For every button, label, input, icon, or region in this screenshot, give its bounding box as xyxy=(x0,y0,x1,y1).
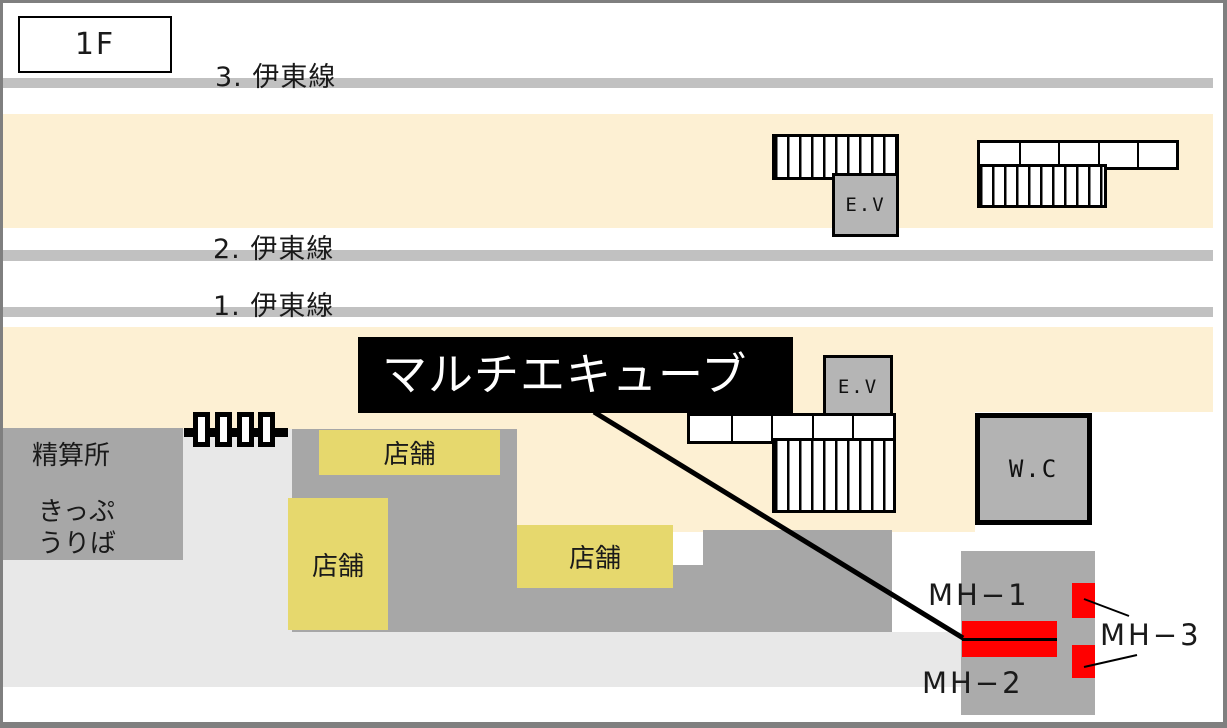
toilet-box: W.C xyxy=(975,413,1092,525)
floor-label: 1F xyxy=(74,27,116,62)
fare-adjustment-label: 精算所 xyxy=(32,441,111,471)
ticket-gate-3 xyxy=(237,412,254,447)
floor-label-box: 1F xyxy=(18,16,172,73)
shop-2-label: 店舗 xyxy=(311,551,364,582)
mh3-label: MH−3 xyxy=(1100,618,1202,652)
elevator-lower: E.V xyxy=(823,355,893,419)
frame-left xyxy=(0,0,3,728)
stairs-upper-right xyxy=(977,164,1107,208)
fare-office-block xyxy=(3,428,183,560)
elevator-upper: E.V xyxy=(832,173,899,237)
shop-2: 店舗 xyxy=(288,498,388,630)
frame-right xyxy=(1223,0,1227,728)
mh2-label: MH−2 xyxy=(922,666,1024,700)
shop-3: 店舗 xyxy=(517,525,673,588)
elevator-upper-label: E.V xyxy=(845,194,886,216)
frame-bottom xyxy=(0,722,1227,728)
frame-top xyxy=(0,0,1227,3)
track-2-label: 2. 伊東線 xyxy=(213,234,335,265)
ticket-office-label-line2: うりば xyxy=(38,529,117,559)
track-line-2 xyxy=(3,250,1213,261)
multi-ecube-banner: マルチエキューブ xyxy=(358,337,793,413)
track-line-1 xyxy=(3,307,1213,317)
shop-1: 店舗 xyxy=(319,430,500,475)
ticket-gate-bar xyxy=(184,428,288,437)
track-1-label: 1. 伊東線 xyxy=(213,291,335,322)
shop-structure-2c xyxy=(703,530,892,632)
ticket-gate-1 xyxy=(193,412,210,447)
ticket-gate-4 xyxy=(258,412,275,447)
manhole-marker-main xyxy=(962,621,1057,657)
shop-3-label: 店舗 xyxy=(568,544,621,574)
concourse-area-bottom xyxy=(3,632,961,687)
track-3-label: 3. 伊東線 xyxy=(215,62,337,93)
manhole-marker-divider xyxy=(962,638,1057,641)
shop-1-label: 店舗 xyxy=(383,440,436,470)
elevator-lower-label: E.V xyxy=(837,376,879,398)
toilet-label: W.C xyxy=(1008,455,1059,483)
manhole-marker-top-right xyxy=(1072,583,1095,618)
track-line-3 xyxy=(3,78,1213,88)
stairs-lower xyxy=(772,438,896,513)
manhole-marker-bottom-right xyxy=(1072,645,1095,678)
multi-ecube-banner-label: マルチエキューブ xyxy=(382,348,748,401)
ticket-office-label-line1: きっぷ xyxy=(38,497,115,527)
stairs-upper-platform xyxy=(772,134,899,180)
ticket-gate-2 xyxy=(215,412,232,447)
mh1-label: MH−1 xyxy=(928,578,1030,612)
